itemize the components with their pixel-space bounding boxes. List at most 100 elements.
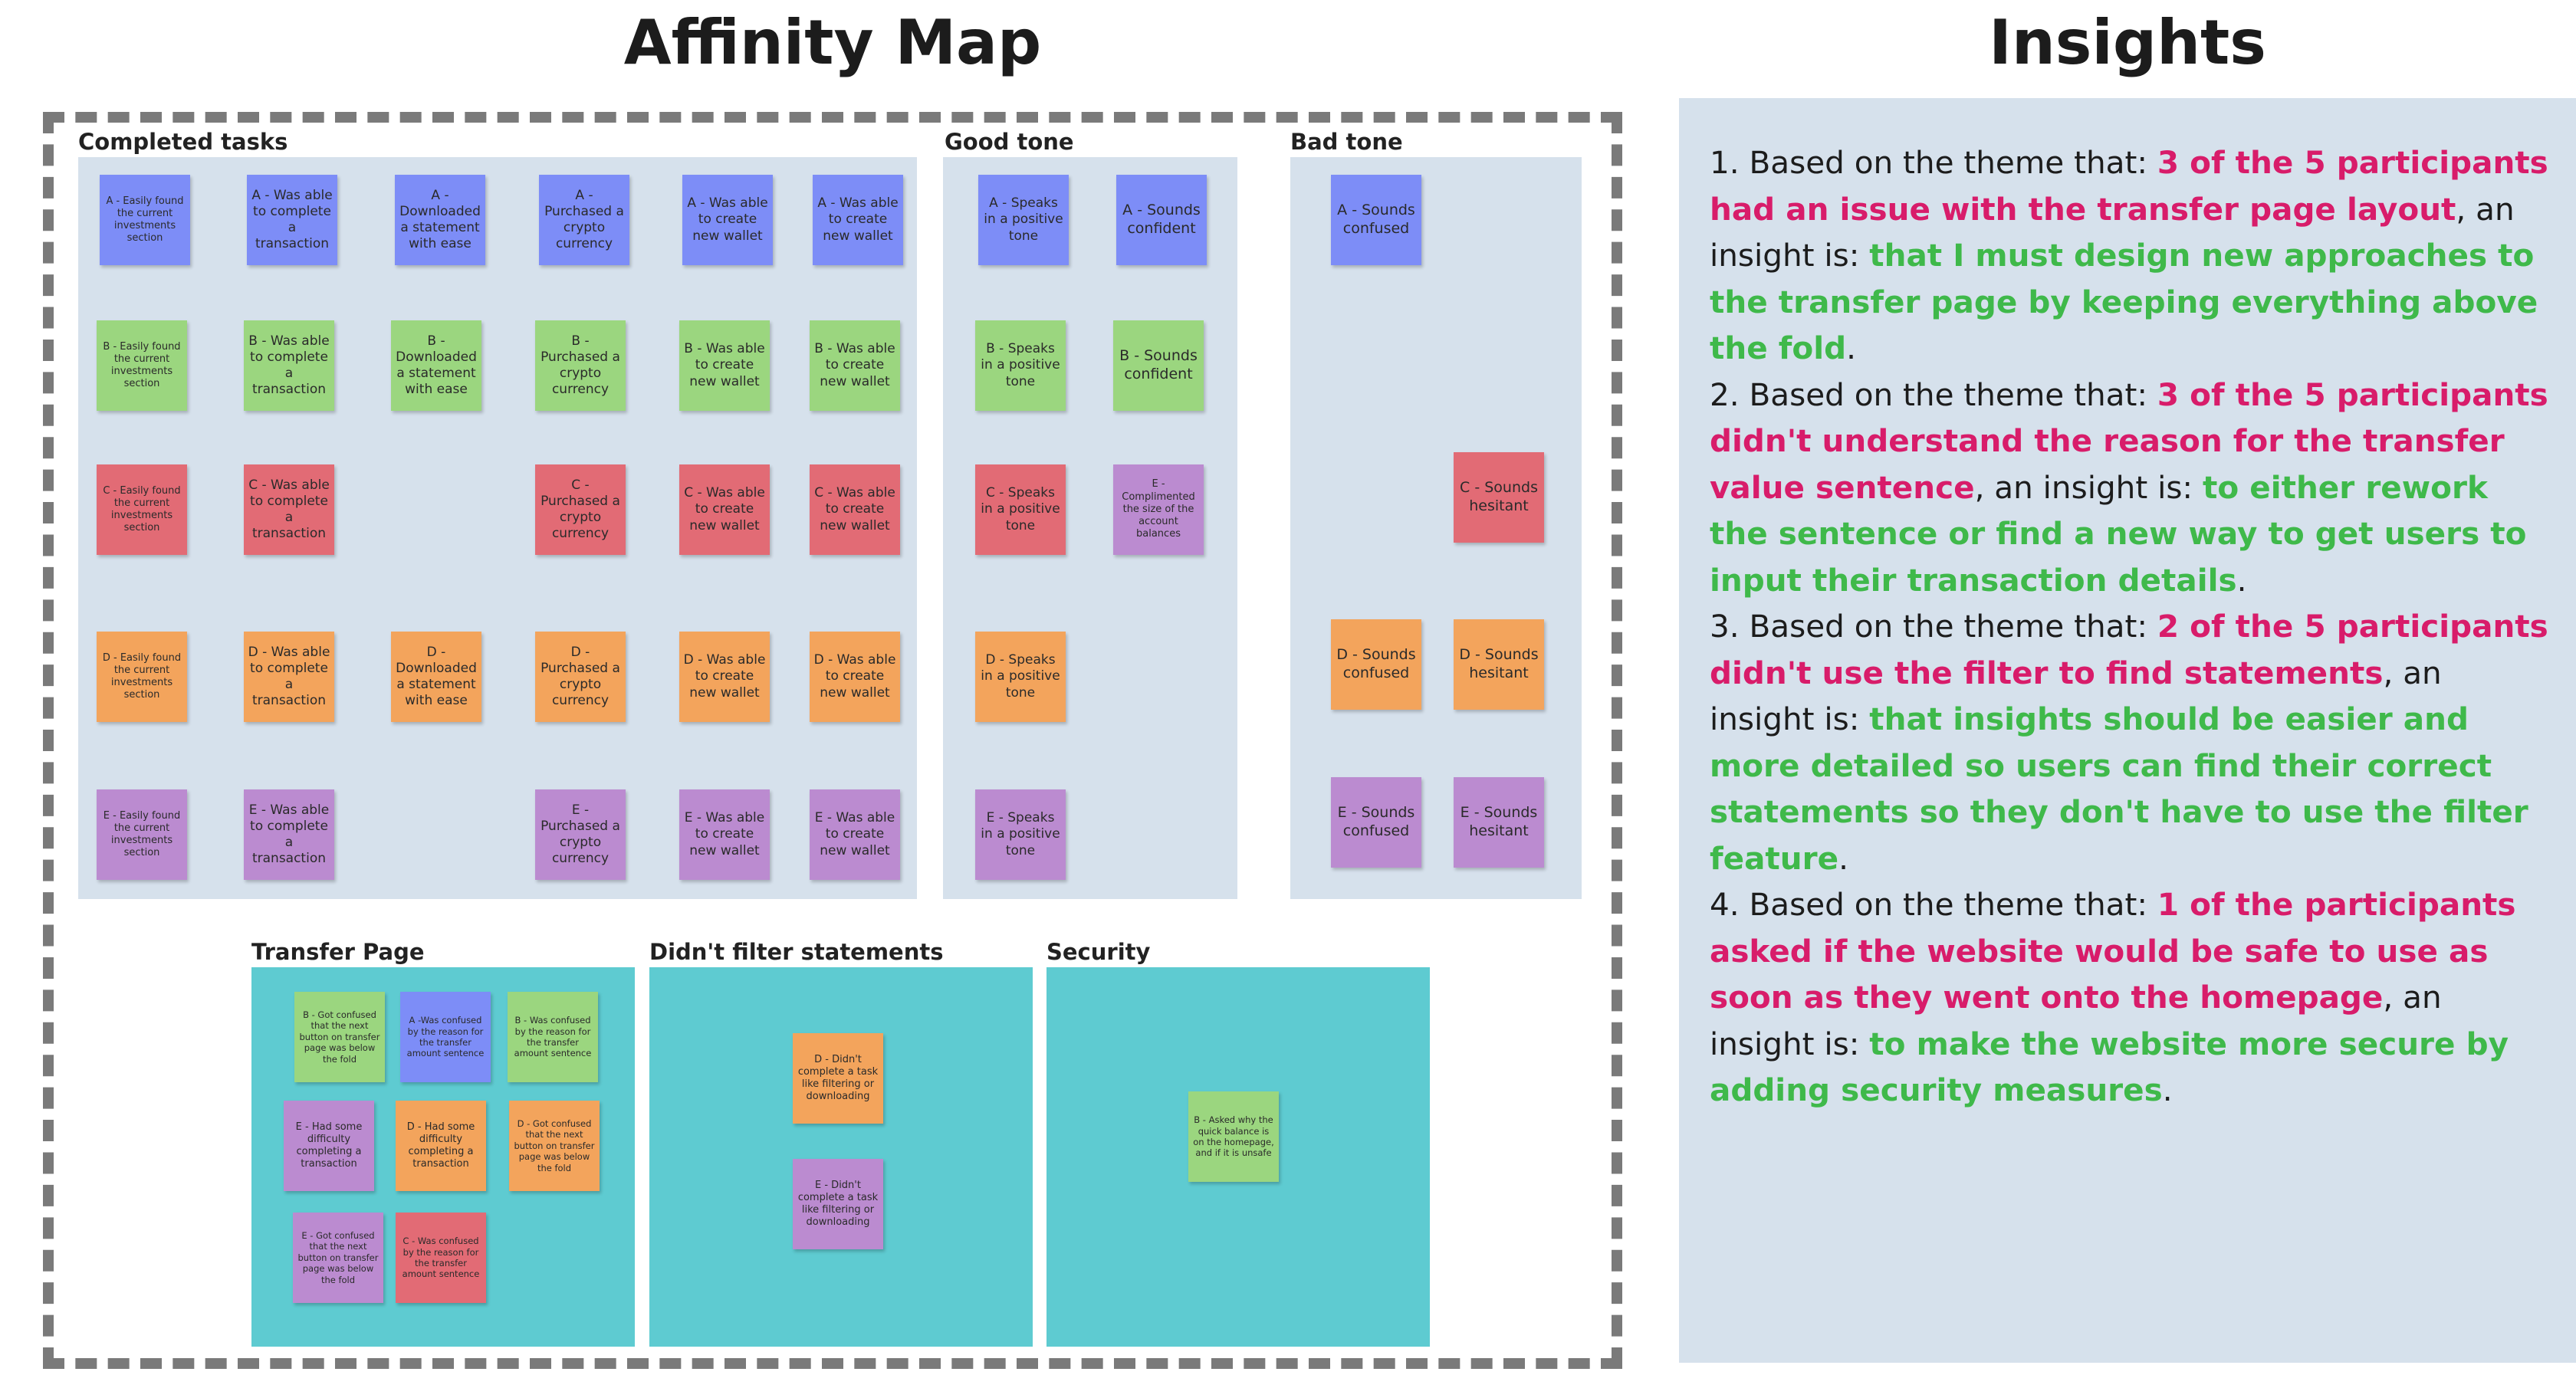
sticky-note[interactable]: B - Was able to create new wallet	[679, 320, 770, 411]
sticky-note[interactable]: D - Got confused that the next button on…	[509, 1101, 600, 1191]
cluster-label-good-tone: Good tone	[945, 129, 1074, 155]
sticky-note[interactable]: E - Sounds hesitant	[1454, 777, 1544, 868]
sticky-note-text: B - Purchased a crypto currency	[540, 333, 620, 398]
sticky-note[interactable]: E - Had some difficulty completing a tra…	[284, 1101, 374, 1191]
sticky-note-text: B - Was able to create new wallet	[684, 341, 765, 389]
sticky-note-text: A - Downloaded a statement with ease	[399, 187, 481, 252]
sticky-note[interactable]: E - Complimented the size of the account…	[1113, 464, 1204, 555]
sticky-note[interactable]: A - Sounds confused	[1331, 175, 1421, 265]
sticky-note[interactable]: C - Was confused by the reason for the t…	[396, 1213, 486, 1303]
sticky-note[interactable]: B - Speaks in a positive tone	[975, 320, 1066, 411]
affinity-map-frame	[43, 112, 1622, 1369]
sticky-note-text: D - Was able to complete a transaction	[248, 644, 330, 709]
sticky-note[interactable]: E - Was able to create new wallet	[679, 789, 770, 880]
sticky-note[interactable]: C - Speaks in a positive tone	[975, 464, 1066, 555]
sticky-note[interactable]: B - Got confused that the next button on…	[294, 992, 385, 1082]
sticky-note[interactable]: C - Purchased a crypto currency	[535, 464, 626, 555]
sticky-note-text: D - Didn't complete a task like filterin…	[797, 1053, 879, 1103]
sticky-note[interactable]: E - Was able to create new wallet	[810, 789, 900, 880]
sticky-note-text: A - Purchased a crypto currency	[544, 187, 624, 252]
sticky-note[interactable]: A - Was able to create new wallet	[682, 175, 773, 265]
sticky-note[interactable]: A - Purchased a crypto currency	[539, 175, 629, 265]
sticky-note[interactable]: D - Was able to create new wallet	[679, 632, 770, 722]
sticky-note[interactable]: C - Was able to create new wallet	[810, 464, 900, 555]
insight-suffix: .	[2162, 1071, 2173, 1108]
insight-suffix: .	[1846, 330, 1856, 366]
sticky-note[interactable]: D - Downloaded a statement with ease	[391, 632, 481, 722]
sticky-note-text: E - Was able to create new wallet	[814, 810, 895, 858]
sticky-note[interactable]: B - Was confused by the reason for the t…	[508, 992, 598, 1082]
sticky-note[interactable]: D - Speaks in a positive tone	[975, 632, 1066, 722]
sticky-note-text: C - Purchased a crypto currency	[540, 477, 620, 542]
sticky-note[interactable]: D - Easily found the current investments…	[97, 632, 187, 722]
sticky-note[interactable]: E - Sounds confused	[1331, 777, 1421, 868]
sticky-note-text: E - Speaks in a positive tone	[981, 810, 1060, 858]
sticky-note[interactable]: B - Purchased a crypto currency	[535, 320, 626, 411]
sticky-note-text: A -Was confused by the reason for the tr…	[406, 1015, 485, 1059]
cluster-label-bad-tone: Bad tone	[1290, 129, 1403, 155]
sticky-note[interactable]: B - Sounds confident	[1113, 320, 1204, 411]
sticky-note[interactable]: B - Was able to complete a transaction	[244, 320, 334, 411]
sticky-note-text: D - Was able to create new wallet	[683, 652, 766, 701]
insight-middle: , an insight is:	[1710, 190, 2515, 274]
sticky-note[interactable]: B - Was able to create new wallet	[810, 320, 900, 411]
sticky-note[interactable]: E - Didn't complete a task like filterin…	[793, 1159, 883, 1249]
sticky-note[interactable]: D - Sounds confused	[1331, 619, 1421, 710]
sticky-note[interactable]: A - Easily found the current investments…	[100, 175, 190, 265]
sticky-note-text: B - Was confused by the reason for the t…	[514, 1015, 592, 1059]
sticky-note-text: C - Was confused by the reason for the t…	[402, 1236, 480, 1280]
sticky-note[interactable]: E - Got confused that the next button on…	[293, 1213, 383, 1303]
sticky-note-text: B - Sounds confident	[1119, 347, 1198, 382]
sticky-note-text: E - Easily found the current investments…	[103, 809, 181, 859]
sticky-note[interactable]: A - Was able to complete a transaction	[247, 175, 337, 265]
sticky-note-text: B - Asked why the quick balance is on th…	[1193, 1114, 1274, 1159]
sticky-note[interactable]: A - Downloaded a statement with ease	[395, 175, 485, 265]
sticky-note-text: D - Had some difficulty completing a tra…	[406, 1121, 475, 1170]
panel-didnt-filter-statements	[649, 967, 1033, 1347]
sticky-note-text: A - Speaks in a positive tone	[984, 195, 1063, 244]
sticky-note[interactable]: D - Sounds hesitant	[1454, 619, 1544, 710]
insight-text: to make the website more secure by addin…	[1710, 1025, 2509, 1109]
insight-item: 4. Based on the theme that: 1 of the par…	[1710, 881, 2553, 1114]
insights-panel: 1. Based on the theme that: 3 of the 5 p…	[1679, 98, 2576, 1363]
sticky-note[interactable]: C - Was able to create new wallet	[679, 464, 770, 555]
sticky-note[interactable]: A -Was confused by the reason for the tr…	[400, 992, 491, 1082]
sticky-note-text: A - Easily found the current investments…	[106, 195, 184, 244]
sticky-note-text: E - Got confused that the next button on…	[297, 1230, 379, 1285]
sticky-note[interactable]: D - Had some difficulty completing a tra…	[396, 1101, 486, 1191]
sticky-note-text: A - Was able to create new wallet	[817, 195, 899, 244]
sticky-note-text: E - Was able to complete a transaction	[248, 802, 330, 867]
sticky-note[interactable]: A - Was able to create new wallet	[813, 175, 903, 265]
sticky-note[interactable]: D - Purchased a crypto currency	[535, 632, 626, 722]
sticky-note[interactable]: C - Easily found the current investments…	[97, 464, 187, 555]
sticky-note-text: E - Didn't complete a task like filterin…	[797, 1179, 879, 1229]
sticky-note-text: B - Was able to complete a transaction	[248, 333, 330, 398]
sticky-note-text: D - Got confused that the next button on…	[514, 1118, 595, 1173]
insight-theme: 3 of the 5 participants had an issue wit…	[1710, 144, 2548, 228]
sticky-note[interactable]: E - Speaks in a positive tone	[975, 789, 1066, 880]
sticky-note[interactable]: A - Speaks in a positive tone	[978, 175, 1069, 265]
sticky-note-text: E - Sounds hesitant	[1460, 804, 1538, 839]
sticky-note[interactable]: B - Downloaded a statement with ease	[391, 320, 481, 411]
sticky-note[interactable]: B - Easily found the current investments…	[97, 320, 187, 411]
sticky-note[interactable]: C - Was able to complete a transaction	[244, 464, 334, 555]
insight-middle: , an insight is:	[1974, 468, 2203, 506]
sticky-note[interactable]: C - Sounds hesitant	[1454, 452, 1544, 543]
sticky-note-text: B - Downloaded a statement with ease	[396, 333, 477, 398]
sticky-note[interactable]: A - Sounds confident	[1116, 175, 1207, 265]
sticky-note[interactable]: B - Asked why the quick balance is on th…	[1188, 1091, 1279, 1182]
sticky-note-text: E - Had some difficulty completing a tra…	[295, 1121, 363, 1170]
insight-middle: , an insight is:	[1710, 654, 2442, 738]
sticky-note-text: E - Was able to create new wallet	[684, 810, 765, 858]
sticky-note-text: C - Sounds hesitant	[1460, 479, 1538, 514]
sticky-note-text: A - Was able to create new wallet	[687, 195, 768, 244]
sticky-note[interactable]: E - Easily found the current investments…	[97, 789, 187, 880]
sticky-note-text: A - Sounds confident	[1122, 202, 1201, 237]
sticky-note[interactable]: D - Was able to create new wallet	[810, 632, 900, 722]
insight-middle: , an insight is:	[1710, 979, 2442, 1062]
sticky-note[interactable]: D - Didn't complete a task like filterin…	[793, 1033, 883, 1124]
sticky-note[interactable]: E - Was able to complete a transaction	[244, 789, 334, 880]
sticky-note[interactable]: E - Purchased a crypto currency	[535, 789, 626, 880]
insight-prefix: 2. Based on the theme that:	[1710, 376, 2157, 413]
sticky-note[interactable]: D - Was able to complete a transaction	[244, 632, 334, 722]
